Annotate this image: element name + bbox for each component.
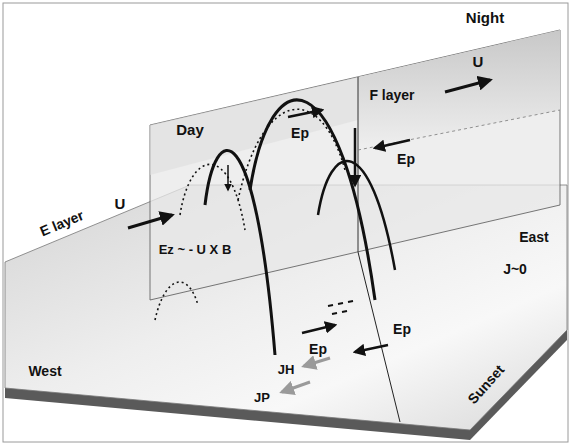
charge-marks [328, 301, 353, 314]
field-label: Ep [309, 342, 327, 357]
current-arrow [282, 382, 310, 392]
layer-label: E layer [38, 208, 86, 240]
field-arrow [288, 110, 322, 117]
region-label: Day [176, 122, 204, 139]
field-line [250, 100, 375, 300]
current-label: JH [278, 363, 295, 377]
field-line-dotted [180, 164, 245, 230]
field-arrow [355, 345, 388, 352]
wind-arrow [445, 80, 490, 92]
wind-label: U [115, 196, 126, 213]
field-arrow [354, 128, 357, 185]
wind-label: U [473, 54, 484, 71]
region-label: Night [466, 10, 504, 27]
field-label: Ez ~ - U X B [159, 243, 232, 257]
time-label: Sunset [465, 362, 508, 407]
layer-label: F layer [369, 88, 414, 103]
field-label: Ep [397, 152, 415, 167]
wind-arrow [128, 215, 172, 228]
layer-boundary [358, 110, 560, 150]
field-line [318, 161, 395, 270]
f-layer-band [358, 30, 560, 150]
frame [3, 3, 568, 442]
direction-label: East [519, 230, 549, 245]
field-label: Ep [291, 126, 309, 141]
field-line-dotted [155, 282, 198, 320]
field-line-dotted [238, 109, 345, 200]
current-label: JP [254, 391, 270, 405]
field-label: Ep [393, 322, 411, 337]
current-label: J~0 [503, 262, 527, 277]
field-arrow [302, 325, 335, 333]
vertical-sheet [150, 30, 560, 300]
field-arrow [227, 165, 229, 190]
field-arrow [375, 140, 410, 148]
current-arrow [304, 358, 330, 366]
direction-label: West [28, 364, 61, 379]
